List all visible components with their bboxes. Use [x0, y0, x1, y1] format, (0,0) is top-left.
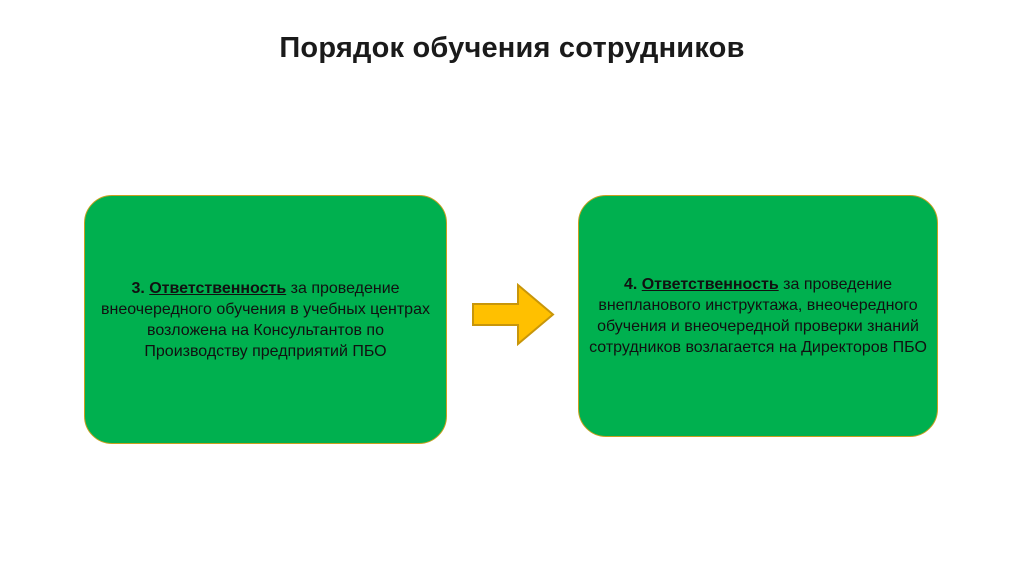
flow-box-left: 3. Ответственность за проведение внеочер… — [84, 195, 447, 444]
flow-box-right-body: проведение внепланового инструктажа, вне… — [589, 276, 927, 356]
flow-box-left-number: 3. — [131, 279, 145, 297]
flow-box-right-text: 4. Ответственность за проведение внеплан… — [579, 274, 937, 358]
arrow-right-icon — [471, 283, 555, 346]
flow-box-left-text: 3. Ответственность за проведение внеочер… — [85, 278, 446, 362]
flow-box-right-number: 4. — [623, 276, 638, 293]
flow-box-left-term: Ответственность — [149, 279, 287, 297]
flow-box-right-term: Ответственность — [641, 276, 779, 293]
page-title: Порядок обучения сотрудников — [279, 32, 745, 64]
flow-box-left-lead-tail: за — [286, 279, 307, 297]
flow-box-right-lead-tail: за — [778, 276, 800, 293]
flow-box-left-body: проведение внеочередного обучения в учеб… — [101, 279, 430, 360]
flow-box-right: 4. Ответственность за проведение внеплан… — [578, 195, 938, 437]
